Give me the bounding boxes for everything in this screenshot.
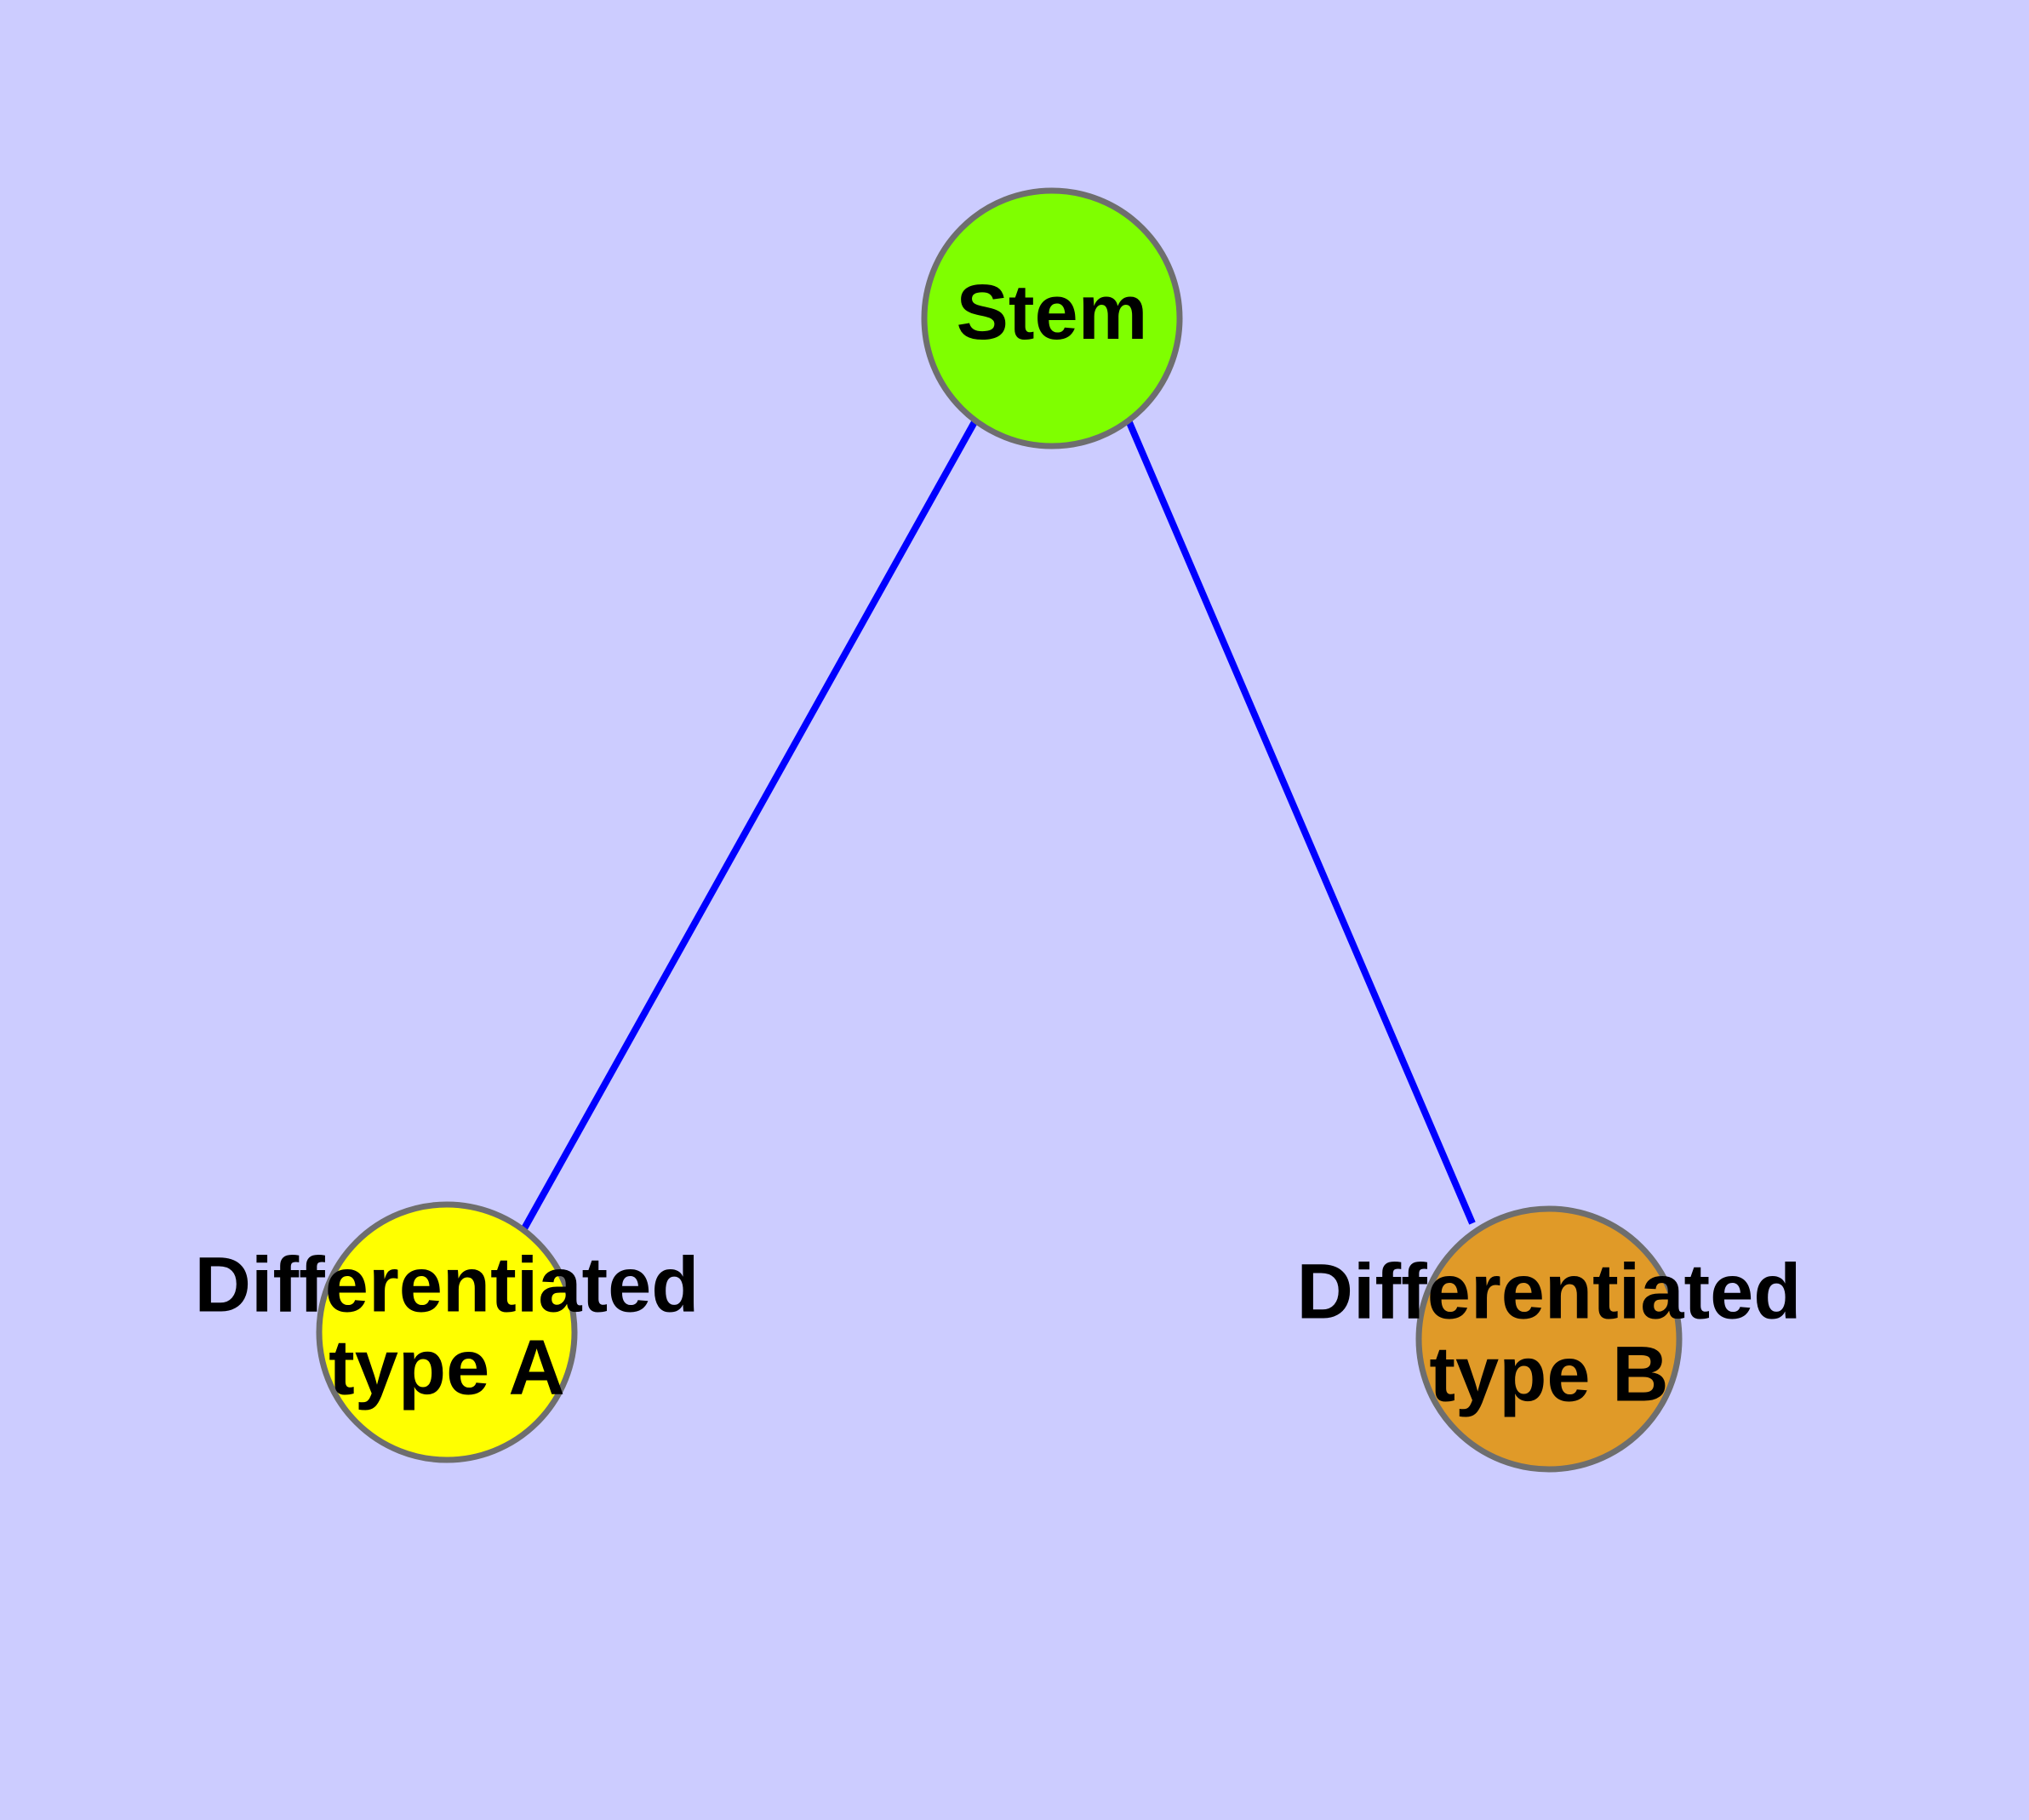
node-stem[interactable] xyxy=(921,187,1183,449)
edges-group xyxy=(520,419,1476,1232)
edge-stem-to-diff-b xyxy=(1125,419,1476,1225)
node-diff-b[interactable] xyxy=(1415,1205,1683,1473)
node-diff-a[interactable] xyxy=(316,1201,578,1463)
nodes-group xyxy=(316,187,1683,1473)
edge-stem-to-diff-a xyxy=(520,419,979,1232)
